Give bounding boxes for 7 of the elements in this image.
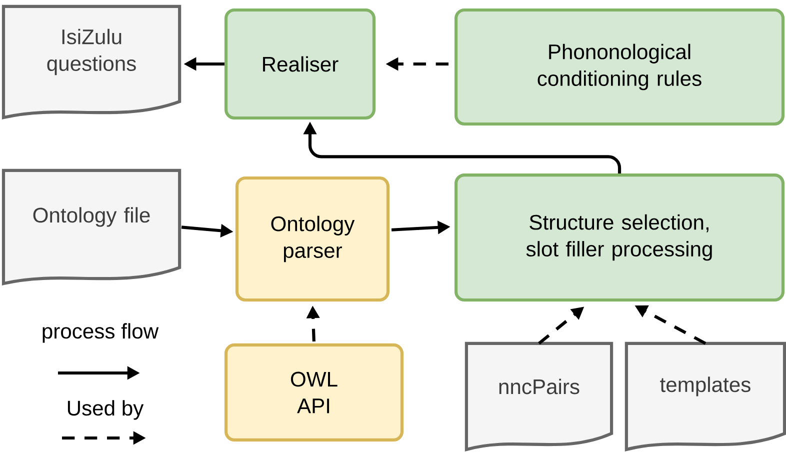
process-box: Realiser — [224, 8, 376, 120]
process-box: OWL API — [224, 343, 404, 442]
legend-label: Used by — [68, 400, 144, 420]
process-box: Phononological conditioning rules — [454, 8, 785, 126]
legend-label: process flow — [42, 323, 159, 343]
process-box: Ontology parser — [235, 176, 390, 302]
process-box: Structure selection, slot filler processing — [454, 173, 785, 302]
